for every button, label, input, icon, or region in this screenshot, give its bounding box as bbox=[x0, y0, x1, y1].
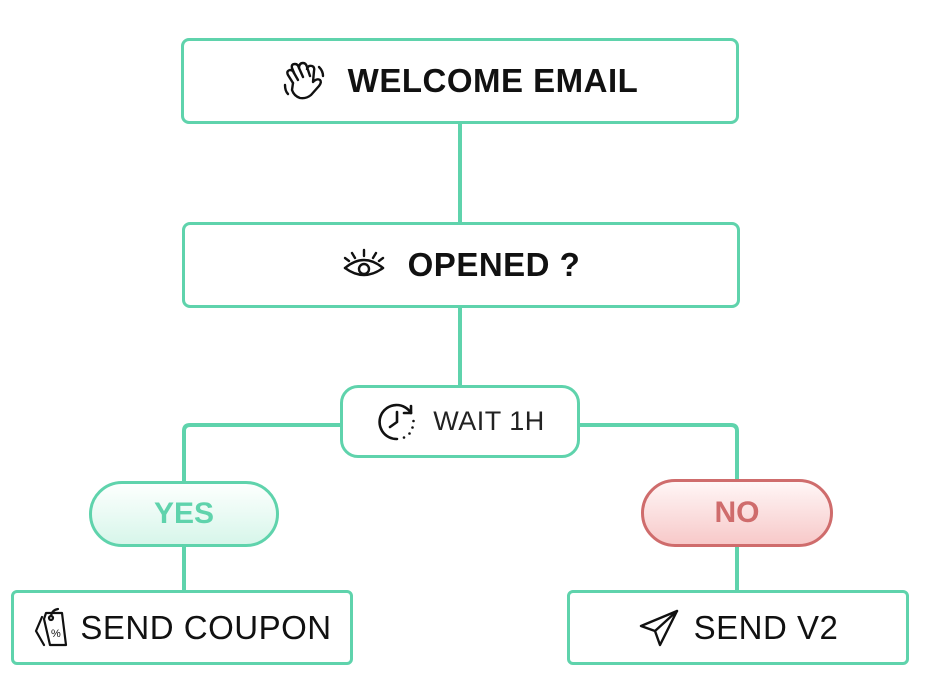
welcome-email-node[interactable]: WELCOME EMAIL bbox=[181, 38, 739, 124]
send-v2-node[interactable]: SEND V2 bbox=[567, 590, 909, 665]
connector-wait-no bbox=[578, 423, 739, 481]
yes-branch-pill[interactable]: YES bbox=[89, 481, 279, 547]
svg-text:%: % bbox=[51, 628, 61, 640]
no-label: NO bbox=[714, 496, 760, 529]
send-coupon-node[interactable]: % SEND COUPON bbox=[11, 590, 353, 665]
send-coupon-label: SEND COUPON bbox=[80, 608, 332, 646]
connector-wait-yes bbox=[182, 423, 342, 483]
waving-hand-icon bbox=[283, 61, 324, 100]
no-branch-pill[interactable]: NO bbox=[641, 479, 833, 547]
opened-decision-node[interactable]: OPENED ? bbox=[182, 222, 740, 308]
opened-label: OPENED ? bbox=[407, 246, 581, 283]
send-v2-label: SEND V2 bbox=[693, 608, 839, 646]
welcome-email-label: WELCOME EMAIL bbox=[347, 62, 639, 99]
wait-1h-node[interactable]: WAIT 1H bbox=[340, 385, 580, 458]
clock-icon bbox=[378, 403, 416, 440]
price-tag-icon: % bbox=[35, 607, 68, 646]
wait-label: WAIT 1H bbox=[433, 406, 545, 436]
eye-icon bbox=[343, 248, 384, 277]
yes-label: YES bbox=[153, 497, 215, 530]
paper-plane-icon bbox=[639, 609, 678, 646]
